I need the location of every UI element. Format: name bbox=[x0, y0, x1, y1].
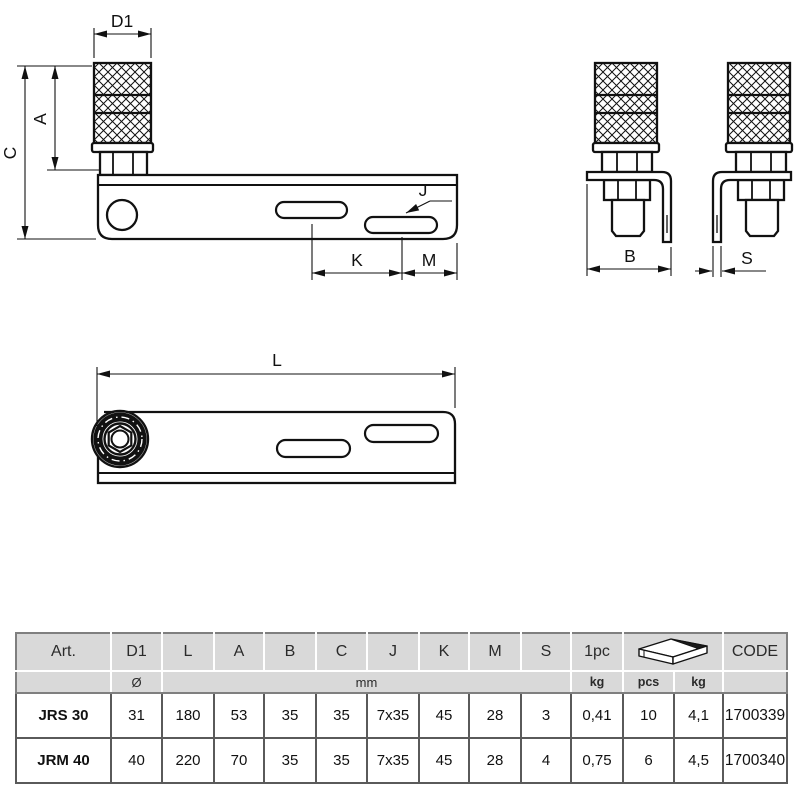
cell-k: 45 bbox=[418, 737, 470, 784]
subheader-mm: mm bbox=[161, 670, 572, 694]
cell-pack-kg: 4,5 bbox=[673, 737, 724, 784]
cell-b: 35 bbox=[263, 737, 317, 784]
package-box-icon bbox=[638, 638, 708, 665]
cell-m: 28 bbox=[468, 692, 522, 739]
col-header-1pc: 1pc bbox=[570, 632, 624, 672]
col-header-d1: D1 bbox=[110, 632, 163, 672]
cell-code: 1700339 bbox=[722, 692, 788, 739]
knurled-roller bbox=[92, 61, 153, 145]
col-header-a: A bbox=[213, 632, 265, 672]
cell-pack-pcs: 6 bbox=[622, 737, 675, 784]
cell-c: 35 bbox=[315, 692, 368, 739]
col-header-art: Art. bbox=[15, 632, 112, 672]
side-view-b-drawing: B bbox=[585, 61, 673, 276]
knurled-roller bbox=[593, 61, 659, 145]
dim-label-k: K bbox=[351, 250, 363, 270]
cell-1pc-kg: 0,41 bbox=[570, 692, 624, 739]
flange bbox=[724, 141, 794, 154]
spec-table: Art. D1 L A B C J K M S 1pc bbox=[15, 632, 788, 784]
cell-d1: 40 bbox=[110, 737, 163, 784]
cell-code: 1700340 bbox=[722, 737, 788, 784]
dim-label-j: J bbox=[419, 180, 428, 200]
cell-d1: 31 bbox=[110, 692, 163, 739]
upper-nut bbox=[600, 150, 654, 174]
bottom-view-drawing: L bbox=[90, 350, 457, 485]
dim-label-a: A bbox=[30, 113, 50, 125]
mounting-hole bbox=[105, 198, 139, 232]
flange bbox=[90, 141, 155, 154]
table-row-jrm-40: JRM 40 40 220 70 35 35 7x35 45 28 4 0,75… bbox=[15, 737, 788, 784]
col-header-l: L bbox=[161, 632, 215, 672]
col-header-c: C bbox=[315, 632, 368, 672]
subheader-row: Ø mm kg pcs kg bbox=[15, 670, 788, 694]
subheader-art-empty bbox=[15, 670, 112, 694]
slot-1 bbox=[274, 200, 349, 220]
side-view-s-drawing: S bbox=[695, 61, 794, 277]
subheader-code-empty bbox=[722, 670, 788, 694]
col-header-package bbox=[622, 632, 724, 672]
col-header-s: S bbox=[520, 632, 572, 672]
cell-c: 35 bbox=[315, 737, 368, 784]
dim-label-d1: D1 bbox=[111, 11, 133, 31]
bent-plate-section bbox=[711, 170, 793, 244]
cell-art: JRS 30 bbox=[15, 692, 112, 739]
front-view-drawing: D1 C A J K M bbox=[0, 11, 459, 280]
cell-a: 53 bbox=[213, 692, 265, 739]
table-row-jrs-30: JRS 30 31 180 53 35 35 7x35 45 28 3 0,41… bbox=[15, 692, 788, 739]
cell-s: 3 bbox=[520, 692, 572, 739]
stud bbox=[744, 198, 780, 238]
technical-drawing: D1 C A J K M bbox=[0, 11, 794, 485]
col-header-code: CODE bbox=[722, 632, 788, 672]
hex-nut bbox=[98, 150, 149, 177]
cell-a: 70 bbox=[213, 737, 265, 784]
lower-nut bbox=[602, 178, 652, 202]
col-header-j: J bbox=[366, 632, 420, 672]
slot-2 bbox=[363, 423, 440, 444]
dim-label-b: B bbox=[624, 246, 636, 266]
cell-b: 35 bbox=[263, 692, 317, 739]
col-header-k: K bbox=[418, 632, 470, 672]
col-header-b: B bbox=[263, 632, 317, 672]
cell-l: 180 bbox=[161, 692, 215, 739]
cell-l: 220 bbox=[161, 737, 215, 784]
slot-2 bbox=[363, 215, 439, 235]
upper-nut bbox=[734, 150, 788, 174]
cell-1pc-kg: 0,75 bbox=[570, 737, 624, 784]
header-row: Art. D1 L A B C J K M S 1pc bbox=[15, 632, 788, 672]
cell-s: 4 bbox=[520, 737, 572, 784]
stud bbox=[610, 198, 646, 238]
dim-label-m: M bbox=[422, 250, 437, 270]
cell-pack-kg: 4,1 bbox=[673, 692, 724, 739]
cell-m: 28 bbox=[468, 737, 522, 784]
lower-nut bbox=[736, 178, 786, 202]
roller-end-view bbox=[90, 409, 150, 469]
cell-pack-pcs: 10 bbox=[622, 692, 675, 739]
flange bbox=[591, 141, 661, 154]
dim-label-c: C bbox=[0, 147, 20, 160]
subheader-kg-1pc: kg bbox=[570, 670, 624, 694]
cell-art: JRM 40 bbox=[15, 737, 112, 784]
slot-1 bbox=[275, 438, 352, 459]
bent-plate-section bbox=[585, 170, 673, 244]
knurled-roller bbox=[726, 61, 792, 145]
col-header-m: M bbox=[468, 632, 522, 672]
cell-j: 7x35 bbox=[366, 737, 420, 784]
dim-label-l: L bbox=[272, 350, 282, 370]
subheader-kg-pack: kg bbox=[673, 670, 724, 694]
cell-j: 7x35 bbox=[366, 692, 420, 739]
subheader-diameter: Ø bbox=[110, 670, 163, 694]
cell-k: 45 bbox=[418, 692, 470, 739]
dim-label-s: S bbox=[741, 248, 753, 268]
subheader-pcs: pcs bbox=[622, 670, 675, 694]
